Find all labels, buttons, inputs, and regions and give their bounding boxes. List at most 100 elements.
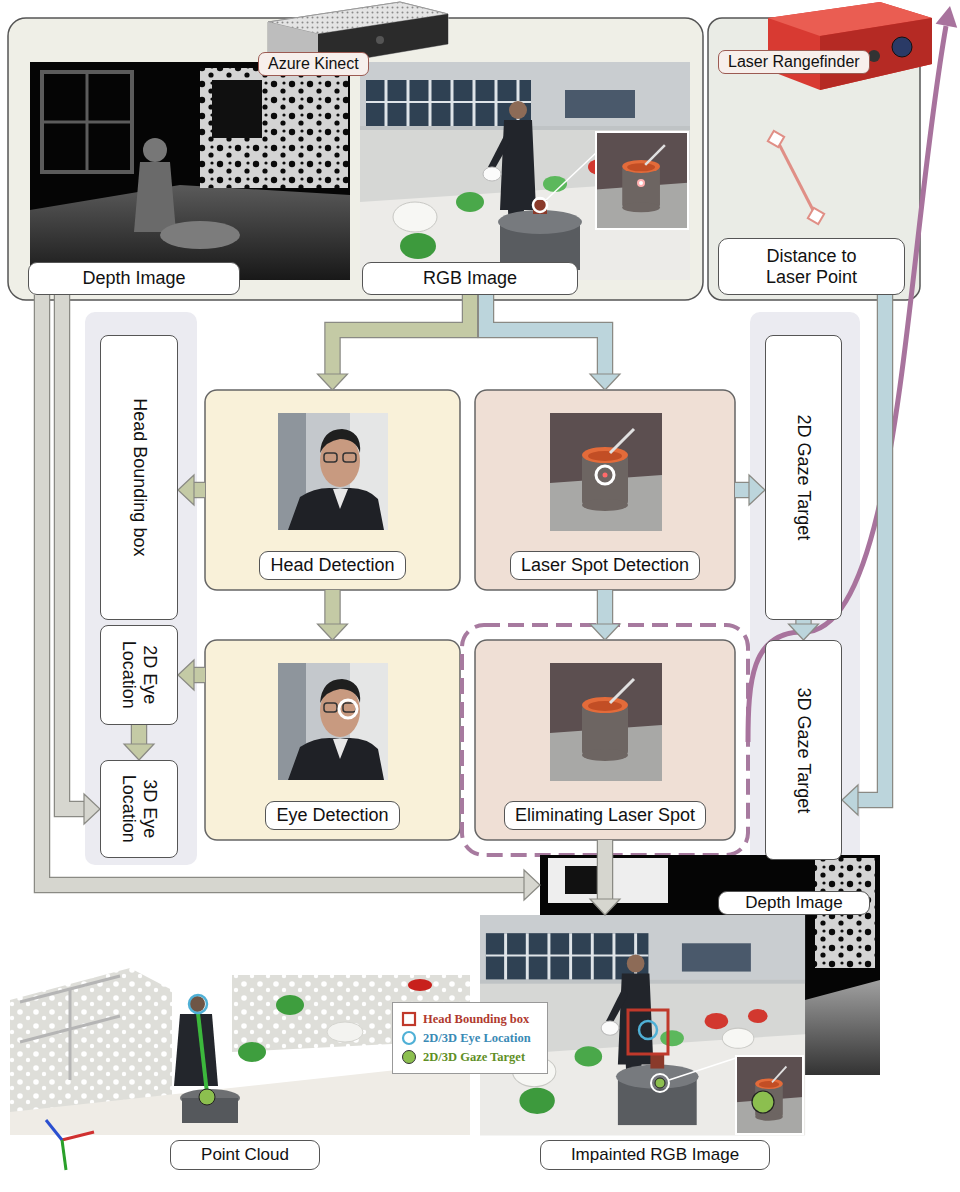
arrow-head: [590, 624, 620, 640]
legend-swatch: [401, 1049, 417, 1065]
arrow-outline: [62, 295, 84, 809]
process-box-fill: [475, 640, 735, 840]
node-label: Head Detection: [259, 551, 405, 580]
group-band: [750, 312, 860, 865]
node-label: Impainted RGB Image: [540, 1140, 770, 1170]
depth-image: [42, 72, 132, 172]
depth-image: [42, 72, 132, 172]
arrow-body: [42, 295, 524, 885]
arrow-body: [132, 725, 146, 744]
arrow-outline: [735, 482, 749, 499]
laser-rangefinder-device: [768, 2, 932, 90]
point-cloud: [199, 1089, 215, 1105]
impainted-image: [669, 1058, 736, 1080]
laser-beam-symbol: [768, 131, 784, 147]
arrow-outline: [42, 295, 524, 885]
rgb-image: [596, 132, 688, 229]
process-box: Laser Spot Detection: [475, 390, 735, 590]
depth-image: [212, 80, 262, 138]
arrow-body: [62, 295, 84, 809]
arrow-body: [598, 840, 612, 899]
legend-row: 2D/3D Gaze Target: [401, 1049, 539, 1065]
rgb-image: [360, 62, 690, 280]
process-box-fill: [205, 390, 735, 840]
point-cloud: [238, 1042, 266, 1062]
arrow-head: [124, 744, 154, 760]
arrow-head: [590, 374, 620, 390]
output-box: 3D Eye Location: [100, 760, 178, 858]
impainted-image: [736, 1056, 803, 1134]
impainted-image: [639, 1021, 657, 1039]
flow-arrow: [590, 840, 620, 915]
flow-arrow: [124, 725, 154, 760]
legend-row: Head Bounding box: [401, 1011, 539, 1027]
group-band: [85, 312, 197, 865]
point-cloud: [276, 995, 304, 1015]
depth-image: [143, 138, 167, 162]
rgb-image: [533, 198, 547, 212]
node-label: Point Cloud: [170, 1140, 320, 1170]
process-box-fill: [475, 390, 735, 590]
point-cloud: [327, 1022, 363, 1042]
node-label: Eliminating Laser Spot: [504, 801, 706, 830]
cup-photo: [596, 466, 614, 484]
arrow-outline: [333, 295, 471, 374]
dashed-highlight: [462, 625, 748, 855]
rgb-image: [360, 62, 690, 280]
bottom-depth-image: [805, 980, 880, 1075]
arrow-body: [486, 295, 605, 374]
arrow-outline: [597, 590, 614, 624]
legend-row: 2D/3D Eye Location: [401, 1030, 539, 1046]
node-label: 2D Gaze Target: [793, 342, 814, 613]
node-label: Head Bounding box: [129, 342, 150, 613]
image-panel: Depth Image: [28, 62, 350, 295]
kinect-device: [376, 36, 384, 44]
flow-arrow: [735, 475, 765, 505]
arrow-head: [318, 624, 348, 640]
point-cloud: [46, 1120, 62, 1140]
arrow-outline: [194, 482, 205, 499]
laser-beam-symbol: [808, 208, 824, 224]
laser-rangefinder-device: [868, 50, 880, 62]
laser-beam-symbol: [768, 131, 824, 224]
flow-arrow: [590, 590, 620, 640]
process-box-fill: [205, 390, 460, 590]
cup-photo: [550, 413, 662, 781]
legend-swatch: [401, 1011, 417, 1027]
laser-beam-symbol: [778, 142, 814, 212]
purple-arrow: [748, 26, 946, 742]
rgb-image: [546, 152, 597, 200]
arrow-head: [318, 374, 348, 390]
legend-label: 2D/3D Gaze Target: [423, 1050, 525, 1065]
process-box: Eye Detection: [205, 640, 460, 840]
arrow-head: [84, 794, 100, 824]
output-box: 2D Gaze Target: [765, 335, 842, 620]
point-cloud: [174, 1014, 218, 1086]
rgb-image: [637, 179, 645, 187]
device-label: Laser Rangefinder: [718, 50, 870, 74]
point-cloud: [62, 1140, 66, 1170]
arrow-outline: [194, 667, 205, 684]
rgb-image: [639, 181, 643, 185]
arrow-outline: [597, 840, 614, 899]
flow-arrow: [842, 295, 885, 815]
head-photo: [339, 700, 357, 718]
point-cloud: [20, 976, 120, 1080]
group-band: [85, 312, 860, 865]
node-label: 3D Eye Location: [118, 767, 159, 851]
flow-arrow: [318, 590, 348, 640]
depth-image: [30, 62, 350, 280]
arrow-body: [598, 590, 612, 624]
head-photo: [278, 413, 388, 530]
flow-arrow: [42, 295, 540, 900]
output-box: 3D Gaze Target: [765, 640, 842, 860]
process-box: Eliminating Laser Spot: [475, 640, 735, 840]
legend-swatch: [403, 1013, 415, 1025]
device-label: Azure Kinect: [258, 52, 369, 76]
laser-rangefinder-device: [892, 37, 912, 57]
cup-photo: [603, 473, 608, 478]
impainted-image: [628, 1010, 668, 1054]
output-box: Head Bounding box: [100, 335, 178, 620]
flow-arrow: [62, 295, 100, 824]
